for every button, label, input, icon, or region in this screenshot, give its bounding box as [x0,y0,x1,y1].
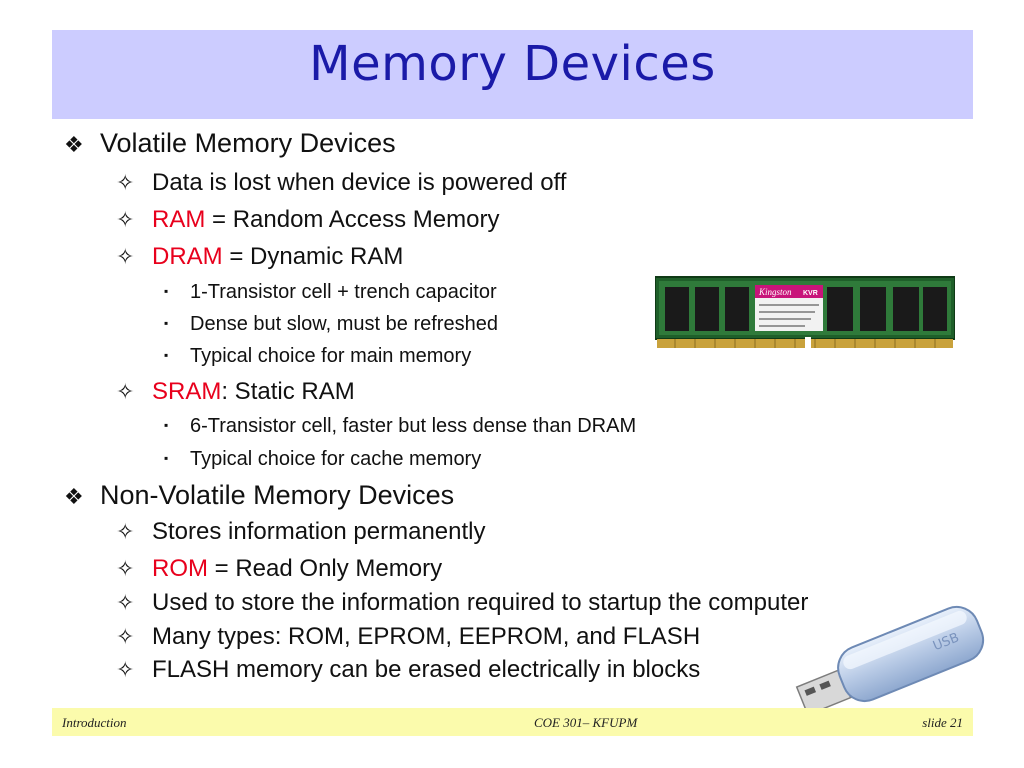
usb-flash-drive-image: USB [795,605,985,710]
bullet-dram-sub3: ▪ Typical choice for main memory [164,345,471,368]
bullet-dram-sub1: ▪ 1-Transistor cell + trench capacitor [164,281,497,304]
square-bullet-icon: ▪ [164,316,169,330]
star-bullet-icon: ✧ [116,590,135,615]
term-definition: : Static RAM [221,378,355,405]
bullet-text: Volatile Memory Devices [100,128,396,158]
title-bar: Memory Devices [52,30,973,119]
diamond-bullet-icon: ❖ [64,132,84,157]
term-definition: = Dynamic RAM [222,243,404,270]
footer-left: Introduction [62,715,127,730]
star-bullet-icon: ✧ [116,379,135,404]
bullet-text: Stores information permanently [152,518,486,545]
term-sram: SRAM [152,378,222,405]
square-bullet-icon: ▪ [164,418,169,432]
bullet-text: Typical choice for cache memory [190,448,482,470]
slide-title: Memory Devices [309,36,716,92]
bullet-volatile: ❖ Volatile Memory Devices [64,128,396,159]
bullet-types: ✧ Many types: ROM, EPROM, EEPROM, and FLA… [116,623,700,651]
bullet-text: 1-Transistor cell + trench capacitor [190,281,497,303]
bullet-dram-sub2: ▪ Dense but slow, must be refreshed [164,313,498,336]
ram-model-label: KVR [803,290,818,297]
bullet-sram: ✧ SRAM: Static RAM [116,378,355,406]
footer-center: COE 301– KFUPM [534,715,638,730]
bullet-text: Typical choice for main memory [190,345,472,367]
square-bullet-icon: ▪ [164,348,169,362]
star-bullet-icon: ✧ [116,519,135,544]
square-bullet-icon: ▪ [164,284,169,298]
bullet-nonvolatile: ❖ Non-Volatile Memory Devices [64,480,454,511]
diamond-bullet-icon: ❖ [64,484,84,509]
bullet-text: Dense but slow, must be refreshed [190,313,498,335]
ram-brand-label: Kingston [758,287,792,297]
bullet-text: Non-Volatile Memory Devices [100,480,455,510]
ram-module-image: Kingston KVR [655,276,955,349]
term-definition: = Read Only Memory [208,555,443,582]
term-rom: ROM [152,555,208,582]
bullet-dram: ✧ DRAM = Dynamic RAM [116,243,403,271]
bullet-sram-sub1: ▪ 6-Transistor cell, faster but less dens… [164,415,636,438]
star-bullet-icon: ✧ [116,657,135,682]
bullet-startup: ✧ Used to store the information required … [116,589,808,617]
bullet-stores: ✧ Stores information permanently [116,518,486,546]
star-bullet-icon: ✧ [116,624,135,649]
bullet-text: FLASH memory can be erased electrically … [152,656,701,683]
bullet-text: Many types: ROM, EPROM, EEPROM, and FLAS… [152,623,701,650]
bullet-text: Data is lost when device is powered off [152,169,567,196]
footer: Introduction COE 301– KFUPM slide 21 [52,708,973,736]
bullet-data-lost: ✧ Data is lost when device is powered off [116,169,566,197]
term-dram: DRAM [152,243,223,270]
bullet-flash: ✧ FLASH memory can be erased electrically… [116,656,700,684]
star-bullet-icon: ✧ [116,244,135,269]
term-definition: = Random Access Memory [205,206,500,233]
star-bullet-icon: ✧ [116,170,135,195]
bullet-sram-sub2: ▪ Typical choice for cache memory [164,448,481,471]
term-ram: RAM [152,206,206,233]
square-bullet-icon: ▪ [164,451,169,465]
star-bullet-icon: ✧ [116,207,135,232]
bullet-rom: ✧ ROM = Read Only Memory [116,555,442,583]
bullet-text: 6-Transistor cell, faster but less dense… [190,415,637,437]
bullet-ram: ✧ RAM = Random Access Memory [116,206,499,234]
star-bullet-icon: ✧ [116,556,135,581]
footer-right: slide 21 [922,715,963,730]
bullet-text: Used to store the information required t… [152,589,809,616]
